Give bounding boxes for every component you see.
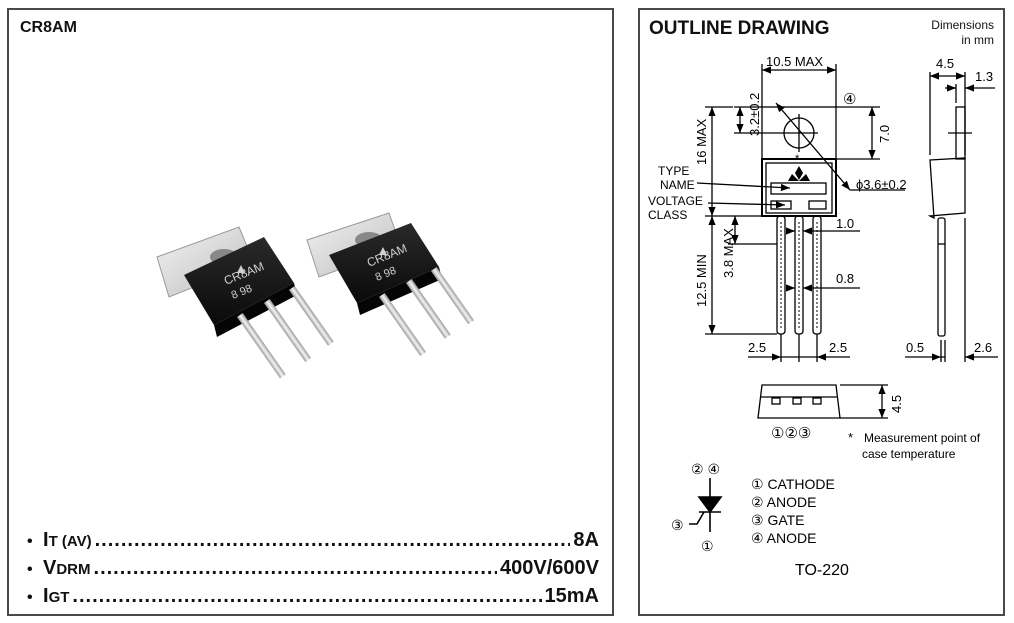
package-label: TO-220 [795,562,849,579]
dot-leader [94,554,498,582]
pin-legend-item: ③ GATE [751,512,805,528]
outline-drawing: 10.5 MAX ④ 7.0 3.2±0.2 16 MAX * ϕ3.6±0.2… [648,54,998,579]
type-name-label-2: NAME [660,178,695,192]
pin4-marker: ④ [843,91,856,108]
symbol-bottom-pin: ① [701,538,714,554]
key-specs-list: • IT (AV) 8A • VDRM 400V/600V • IGT 15mA [27,526,599,610]
measurement-note-1: Measurement point of [864,431,981,445]
dim-lead-offset: 2.6 [974,340,992,355]
dim-lead-thickness: 0.5 [906,340,924,355]
bottom-view [757,384,841,419]
part-number-title: CR8AM [20,19,77,36]
spec-row-igt: • IGT 15mA [27,582,599,610]
dim-width-max: 10.5 MAX [766,54,823,69]
pin-legend-item: ④ ANODE [751,530,816,546]
spec-value: 15mA [544,585,599,607]
dot-leader [95,526,571,554]
spec-value: 8A [573,529,599,551]
measurement-asterisk: * [848,430,853,445]
bullet-icon: • [27,533,33,550]
dim-lead-min: 12.5 MIN [694,254,709,307]
spec-symbol: IGT [43,585,70,607]
dot-leader [72,582,541,610]
symbol-top-pins: ② ④ [691,461,720,477]
dim-bottom-height: 4.5 [889,395,904,413]
pin-legend-item: ① CATHODE [751,476,835,492]
thyristor-symbol-icon [689,478,723,532]
dim-shoulder-max: 3.8 MAX [721,228,736,278]
transistor-left: CR8AM 8 98 [156,226,334,379]
bullet-icon: • [27,561,33,578]
bullet-icon: • [27,589,33,606]
dim-height-max: 16 MAX [694,118,709,165]
mitsubishi-logo-icon [788,166,810,181]
dim-tab-thickness: 1.3 [975,69,993,84]
dim-hole-diameter: ϕ3.6±0.2 [856,177,907,192]
transistor-right: CR8AM 8 98 [306,212,475,356]
spec-row-vdrm: • VDRM 400V/600V [27,554,599,582]
outline-drawing-title: OUTLINE DRAWING [649,18,830,39]
spec-row-it-av: • IT (AV) 8A [27,526,599,554]
dim-pitch-right: 2.5 [829,340,847,355]
dim-lead-width-top: 1.0 [836,216,854,231]
dim-lead-width: 0.8 [836,271,854,286]
dim-hole-offset: 3.2±0.2 [747,93,762,136]
spec-symbol: IT (AV) [43,529,92,551]
voltage-class-label-1: VOLTAGE [648,194,703,208]
dim-tab-height: 7.0 [877,125,892,143]
spec-value: 400V/600V [500,557,599,579]
type-name-box [770,182,827,195]
dimensions-note-line2: in mm [961,33,994,47]
dimensions-note-line1: Dimensions [931,18,994,32]
symbol-gate-pin: ③ [671,517,684,533]
bottom-pin-numbers: ①②③ [771,425,811,442]
asterisk-marker: * [795,153,800,165]
dim-pitch-left: 2.5 [748,340,766,355]
product-photo: CR8AM 8 98 CR8AM 8 98 [156,212,475,379]
dim-thickness: 4.5 [936,56,954,71]
product-panel: CR8AM CR8AM 8 98 [7,8,614,616]
spec-symbol: VDRM [43,557,91,579]
measurement-note-2: case temperature [862,447,956,461]
dimensions-note: Dimensions in mm [931,18,994,48]
outline-drawing-panel: OUTLINE DRAWING Dimensions in mm [638,8,1005,616]
voltage-class-label-2: CLASS [648,208,687,222]
type-name-label-1: TYPE [658,164,689,178]
pin-legend-item: ② ANODE [751,494,816,510]
